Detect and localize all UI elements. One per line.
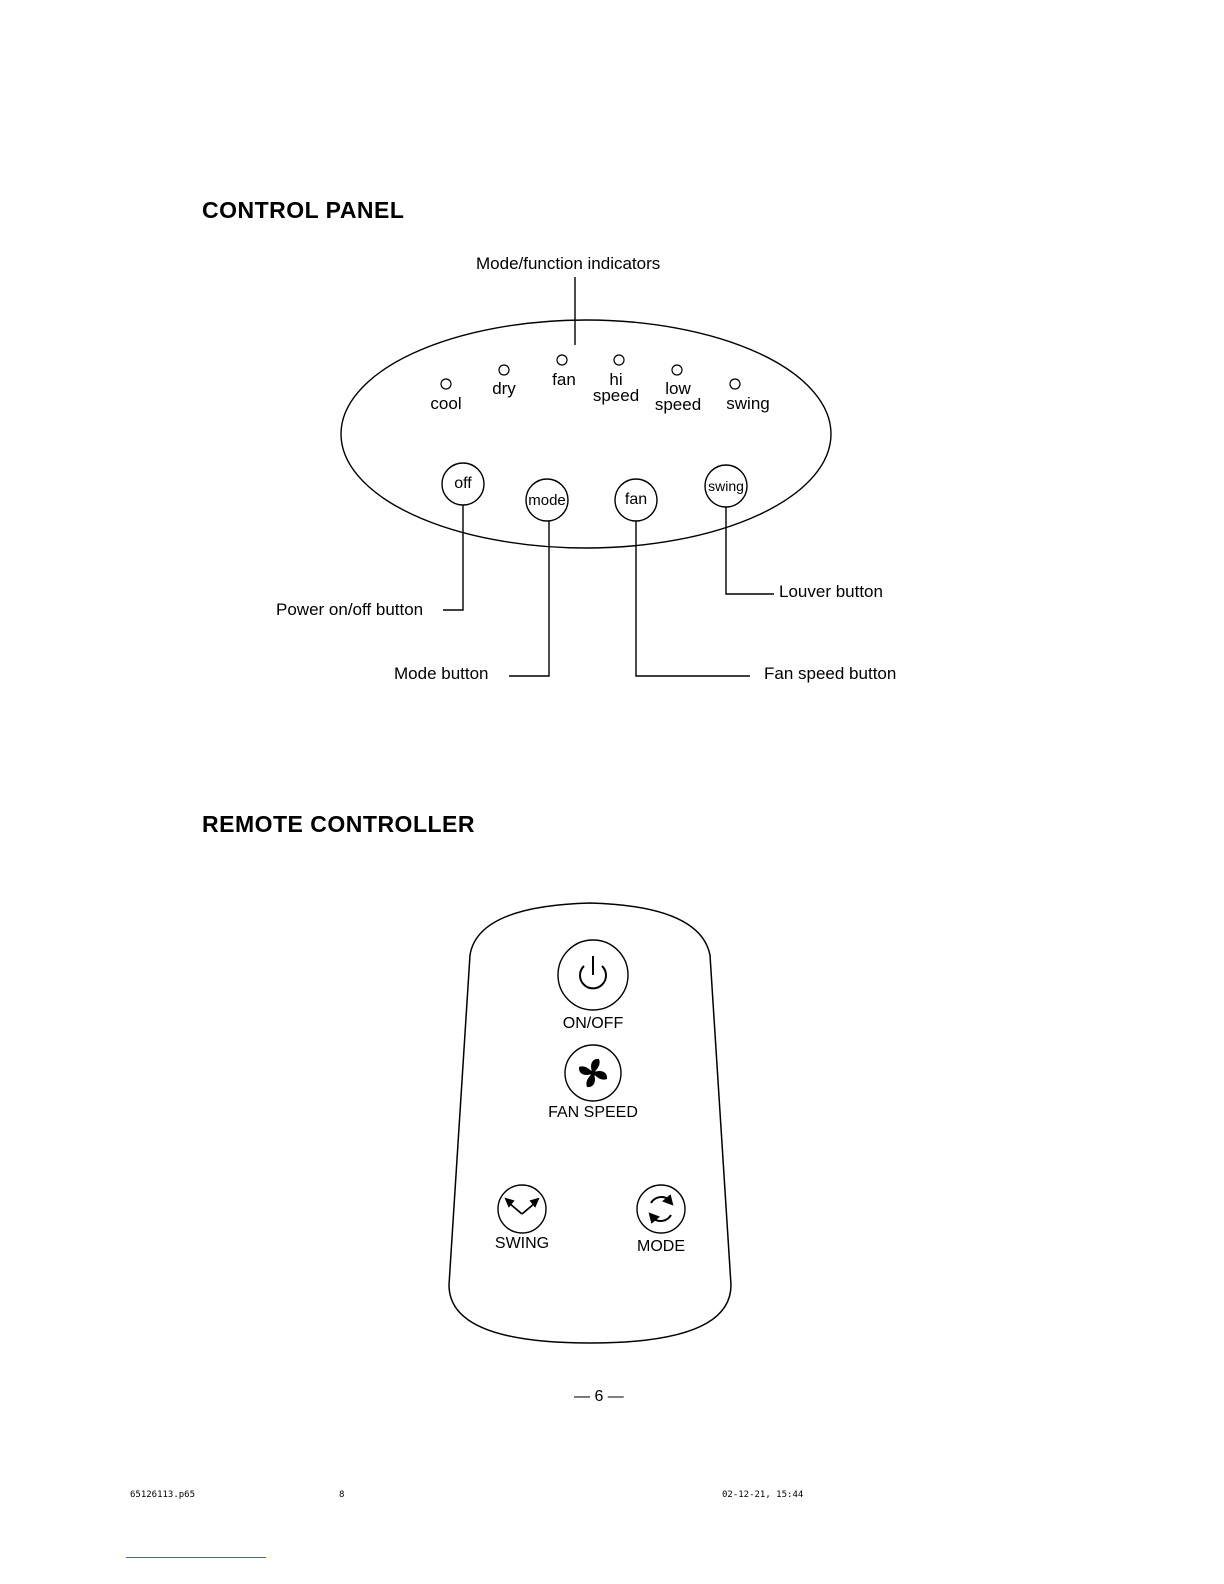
led-swing — [730, 379, 740, 389]
onoff-button[interactable] — [558, 940, 628, 1010]
indicator-low-speed: low speed — [648, 381, 708, 413]
fan-button-label: fan — [625, 491, 647, 509]
footer-timestamp: 02-12-21, 15:44 — [722, 1490, 803, 1500]
indicator-label: speed — [648, 397, 708, 413]
control-panel-outline — [341, 320, 831, 548]
fan-speed-remote-button[interactable] — [565, 1045, 621, 1101]
indicator-label: swing — [716, 396, 780, 412]
page-number: — 6 — — [574, 1388, 624, 1406]
indicator-label: cool — [416, 396, 476, 412]
indicator-hi-speed: hi speed — [586, 372, 646, 404]
indicator-fan: fan — [534, 372, 594, 388]
swing-button-label: swing — [708, 478, 744, 494]
footer-page: 8 — [339, 1490, 344, 1500]
louver-callout-line — [726, 507, 774, 594]
mode-button-label: mode — [528, 492, 566, 509]
remote-controller-heading: REMOTE CONTROLLER — [202, 811, 475, 838]
louver-button-callout: Louver button — [779, 582, 883, 602]
led-dry — [499, 365, 509, 375]
mode-button-callout: Mode button — [394, 664, 489, 684]
fan-button[interactable]: fan — [615, 479, 657, 521]
indicator-label: fan — [534, 372, 594, 388]
off-button[interactable]: off — [442, 463, 484, 505]
indicator-cool: cool — [416, 396, 476, 412]
footer-rule — [126, 1557, 266, 1558]
swing-label: SWING — [482, 1235, 562, 1253]
onoff-label: ON/OFF — [543, 1015, 643, 1033]
mode-label: MODE — [621, 1238, 701, 1256]
led-fan — [557, 355, 567, 365]
mode-remote-button[interactable] — [637, 1185, 685, 1233]
power-callout-line — [443, 505, 463, 610]
mode-button[interactable]: mode — [526, 479, 568, 521]
led-cool — [441, 379, 451, 389]
indicator-swing: swing — [716, 396, 780, 412]
indicators-callout-label: Mode/function indicators — [476, 254, 660, 274]
led-hi-speed — [614, 355, 624, 365]
swing-remote-button[interactable] — [498, 1185, 546, 1233]
indicator-label: speed — [586, 388, 646, 404]
fan-speed-label: FAN SPEED — [533, 1104, 653, 1122]
swing-button[interactable]: swing — [705, 465, 747, 507]
footer-file: 65126113.p65 — [130, 1490, 195, 1500]
indicator-label: dry — [474, 381, 534, 397]
off-button-label: off — [454, 475, 472, 493]
indicator-dry: dry — [474, 381, 534, 397]
led-low-speed — [672, 365, 682, 375]
power-button-callout: Power on/off button — [276, 600, 423, 620]
fan-speed-button-callout: Fan speed button — [764, 664, 896, 684]
